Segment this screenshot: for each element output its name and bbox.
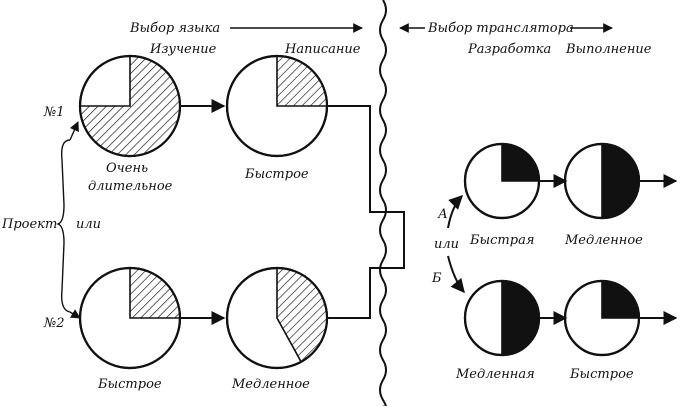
- translator-or-label: или: [434, 237, 459, 252]
- option-b-label: Б: [431, 271, 442, 286]
- row2-study-pie: [78, 266, 182, 370]
- row2-study-label: Быстрое: [97, 377, 162, 392]
- option-b-execution-pie: [563, 279, 641, 357]
- option-b-development-sector: [501, 280, 540, 356]
- row1-study-pie: [78, 54, 182, 158]
- option-a-execution-pie: [563, 142, 641, 220]
- option-a-arrow: [447, 195, 463, 229]
- row1-study-label-line1: Очень: [106, 161, 148, 176]
- option-a-label: А: [437, 207, 448, 222]
- header-translator-choice: Выбор транслятора: [427, 21, 574, 36]
- option-b-development-label: Медленная: [455, 367, 535, 382]
- option-a-development-label: Быстрая: [469, 233, 534, 248]
- junction-connector: [327, 105, 405, 319]
- project-n2-label: №2: [43, 316, 65, 331]
- option-a-execution-sector: [601, 143, 640, 219]
- option-b-development-pie: [463, 279, 541, 357]
- column-development: Разработка: [467, 42, 551, 57]
- column-execution: Выполнение: [565, 42, 652, 57]
- column-writing: Написание: [284, 42, 361, 57]
- wavy-divider: [379, 0, 387, 406]
- project-n1-label: №1: [43, 105, 65, 120]
- column-study: Изучение: [149, 42, 217, 57]
- brace-arrow-up: [69, 121, 79, 141]
- header-language-choice: Выбор языка: [129, 21, 220, 36]
- row2-writing-pie: [225, 266, 329, 370]
- row2-study-rim: [78, 266, 182, 370]
- option-b-execution-label: Быстрое: [569, 367, 634, 382]
- option-a-development-pie: [463, 142, 541, 220]
- row1-writing-pie: [225, 54, 329, 158]
- row2-writing-label: Медленное: [231, 377, 310, 392]
- brace-arrow-down: [69, 309, 81, 319]
- row1-study-label-line2: длительное: [88, 179, 173, 194]
- option-a-execution-label: Медленное: [564, 233, 643, 248]
- row1-study-rim: [78, 54, 182, 158]
- project-label: Проект: [1, 217, 57, 232]
- option-b-arrow: [447, 255, 465, 294]
- project-brace: [55, 139, 71, 313]
- row1-writing-label: Быстрое: [244, 167, 309, 182]
- left-or-label: или: [76, 217, 101, 232]
